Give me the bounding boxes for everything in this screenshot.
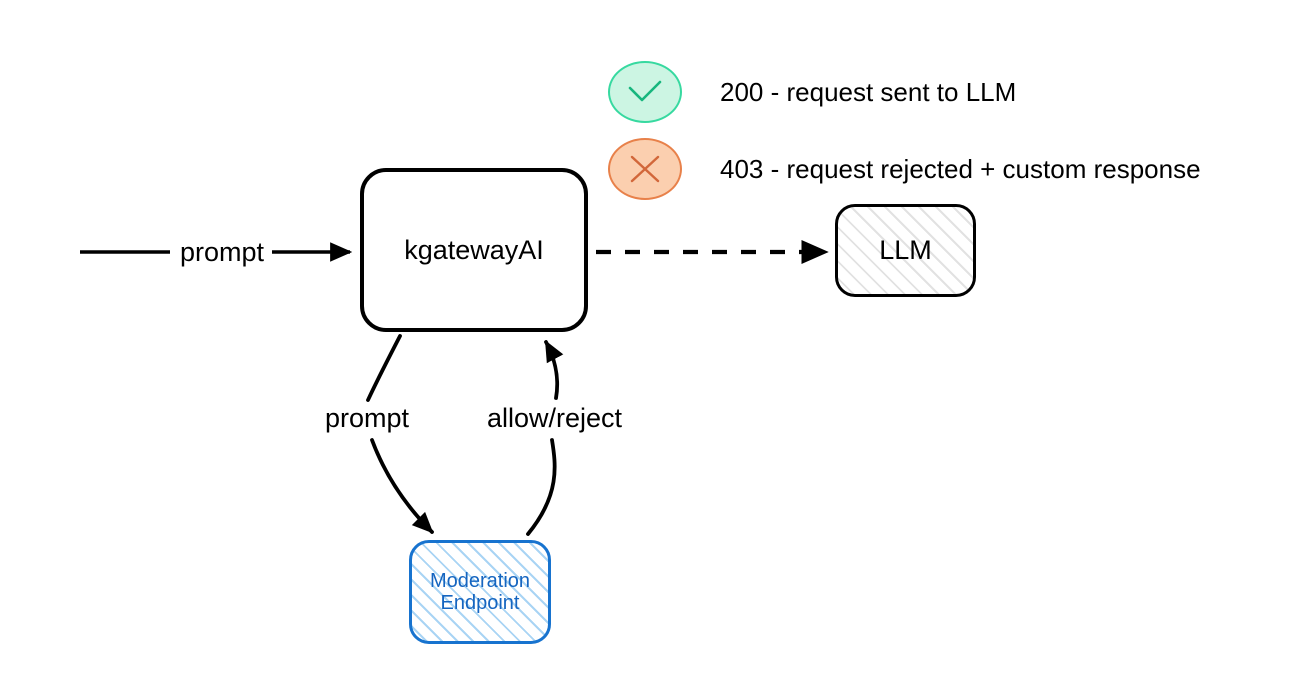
check-icon — [608, 61, 682, 123]
edge-label-allow-reject: allow/reject — [482, 403, 628, 434]
edge-gateway-to-moderation — [366, 334, 434, 534]
edge-label-prompt-to-moderation: prompt — [320, 403, 415, 434]
legend-label-success: 200 - request sent to LLM — [720, 76, 1017, 107]
cross-icon — [608, 138, 682, 200]
legend-item-success: 200 - request sent to LLM — [608, 61, 1016, 123]
node-llm[interactable]: LLM — [835, 204, 976, 297]
legend-item-rejected: 403 - request rejected + custom response — [608, 138, 1201, 200]
node-moderation-endpoint[interactable]: Moderation Endpoint — [409, 540, 551, 644]
legend-label-rejected: 403 - request rejected + custom response — [720, 153, 1201, 184]
node-llm-label: LLM — [879, 235, 932, 266]
node-kgatewayai[interactable]: kgatewayAI — [360, 168, 588, 332]
edge-label-prompt-in: prompt — [174, 237, 271, 268]
node-moderation-endpoint-label: Moderation Endpoint — [429, 569, 531, 614]
node-kgatewayai-label: kgatewayAI — [404, 234, 544, 265]
edge-moderation-to-gateway — [526, 340, 564, 536]
